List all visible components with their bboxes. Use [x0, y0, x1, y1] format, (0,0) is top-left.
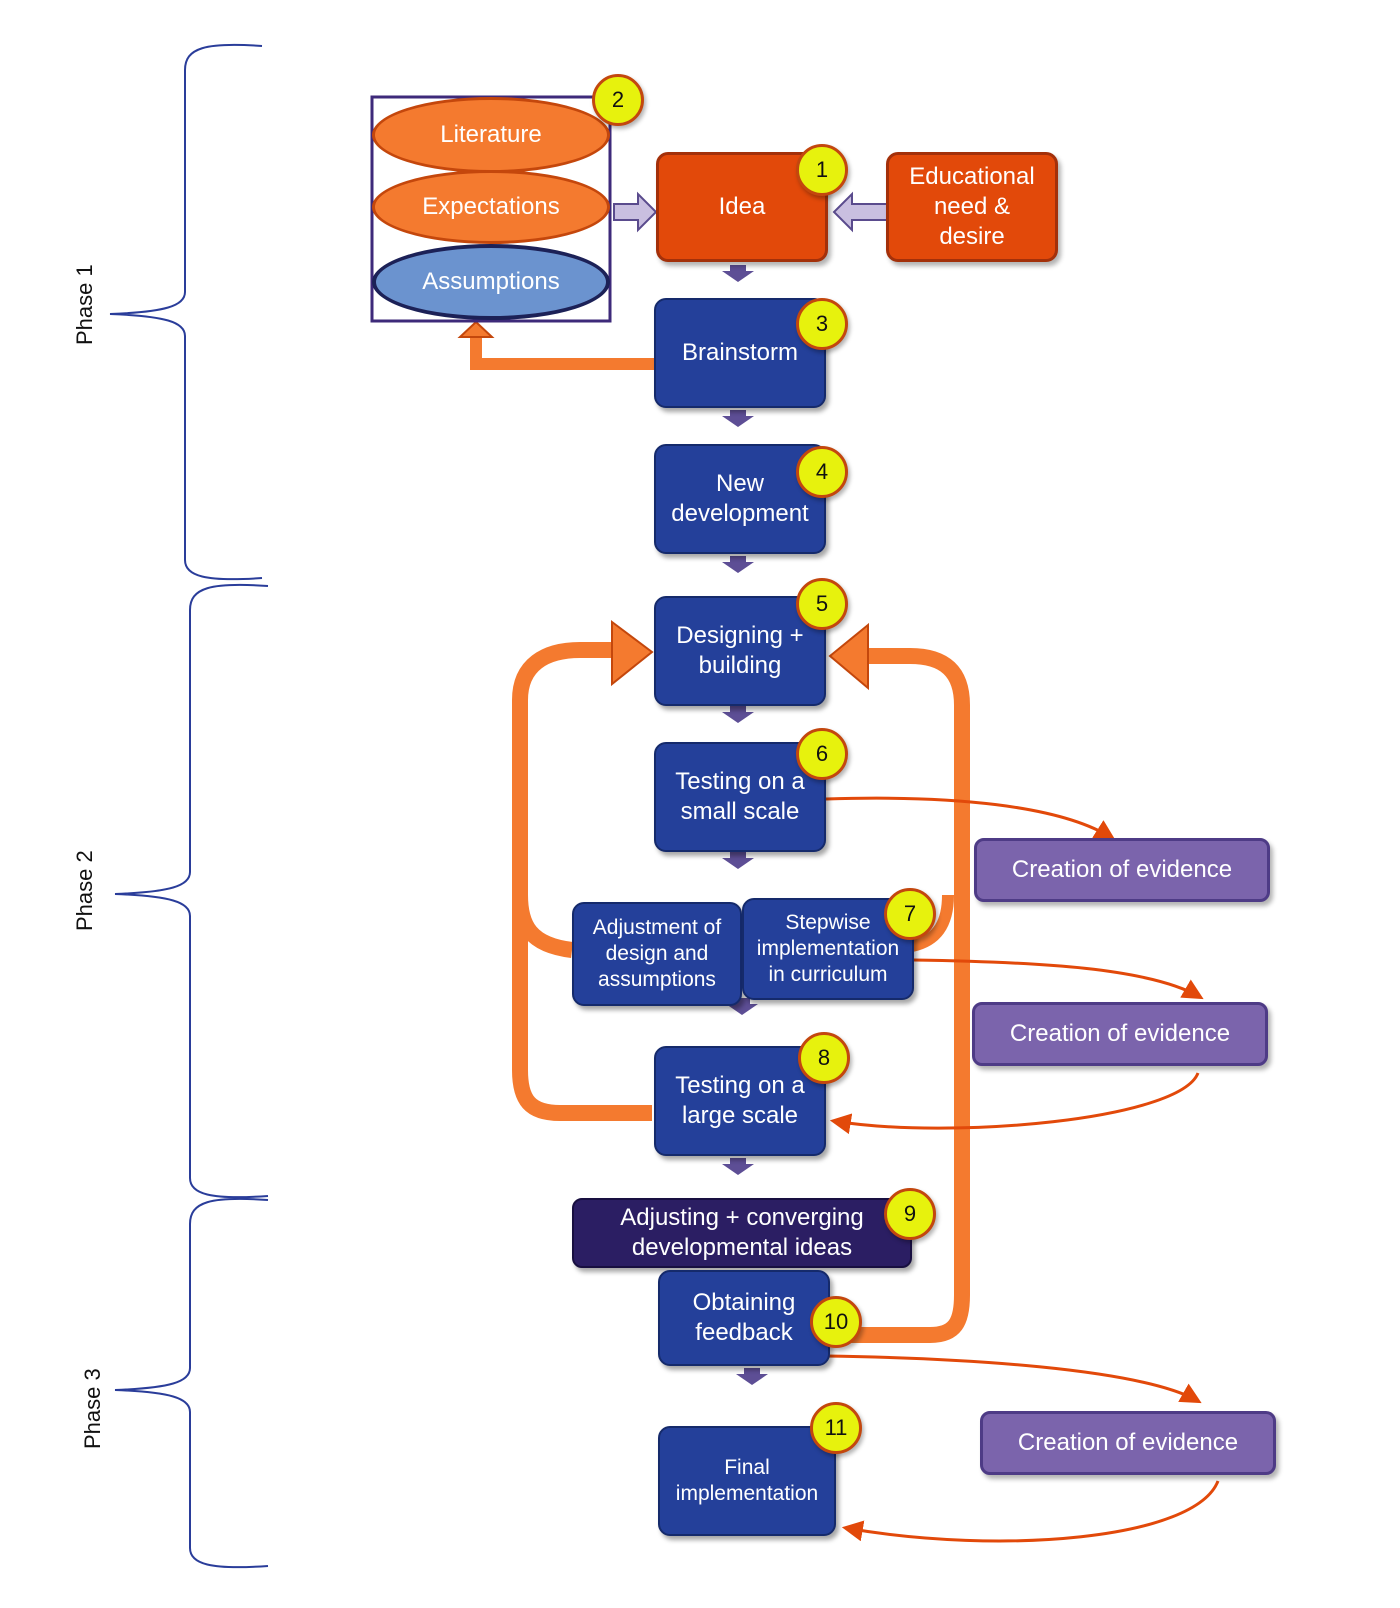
- phase-2-bracket: [114, 583, 269, 1199]
- expectations-ellipse: Expectations: [372, 170, 610, 244]
- adjusting-converging-box: Adjusting + converging developmental ide…: [572, 1198, 912, 1268]
- phase-3-bracket: [114, 1197, 269, 1569]
- right-loop-arrow: [826, 648, 970, 1343]
- assumptions-ellipse: Assumptions: [372, 244, 610, 320]
- adjustment-box: Adjustment of design and assumptions: [572, 902, 742, 1006]
- step-badge-5: 5: [796, 578, 848, 630]
- inputs-to-idea-arrow: [613, 191, 658, 233]
- step-badge-7: 7: [884, 888, 936, 940]
- step-badge-3: 3: [796, 298, 848, 350]
- step-badge-2: 2: [592, 74, 644, 126]
- creation-of-evidence-box-2: Creation of evidence: [972, 1002, 1268, 1066]
- brainstorm-to-assumptions-arrow: [470, 336, 654, 370]
- need-to-idea-arrow: [832, 191, 889, 233]
- step-badge-6: 6: [796, 728, 848, 780]
- step-badge-8: 8: [798, 1032, 850, 1084]
- right-loop-arrow-inner: [910, 894, 954, 952]
- step-badge-4: 4: [796, 446, 848, 498]
- step-badge-10: 10: [810, 1296, 862, 1348]
- stepwise-implementation-box: Stepwise implementation in curriculum: [742, 898, 914, 1000]
- literature-ellipse: Literature: [372, 97, 610, 173]
- left-loop-arrow-outer: [512, 890, 652, 1121]
- evidence-to-final-arrow: [841, 1480, 1220, 1543]
- obtaining-feedback-box: Obtaining feedback: [658, 1270, 830, 1366]
- left-loop-arrow: [512, 642, 612, 958]
- final-implementation-box: Final implementation: [658, 1426, 836, 1536]
- step-badge-1: 1: [796, 144, 848, 196]
- educational-need-box: Educational need & desire: [886, 152, 1058, 262]
- creation-of-evidence-box-3: Creation of evidence: [980, 1411, 1276, 1475]
- phase-2-label: Phase 2: [72, 850, 97, 931]
- testing-large-scale-box: Testing on a large scale: [654, 1046, 826, 1156]
- flow-down-arrows: [722, 265, 768, 1385]
- small-scale-to-evidence-arrow: [825, 796, 1116, 841]
- brainstorm-to-assumptions-arrowhead: [457, 320, 495, 338]
- creation-of-evidence-box-1: Creation of evidence: [974, 838, 1270, 902]
- evidence-to-large-scale-arrow: [829, 1072, 1200, 1135]
- step-badge-9: 9: [884, 1188, 936, 1240]
- stepwise-to-evidence-arrow: [913, 958, 1204, 1000]
- phase-3-label: Phase 3: [80, 1368, 105, 1449]
- right-loop-arrowhead: [828, 622, 869, 691]
- step-badge-11: 11: [810, 1402, 862, 1454]
- phase-1-bracket: [109, 43, 263, 581]
- left-loop-arrowhead: [611, 620, 654, 687]
- feedback-to-evidence-arrow: [825, 1354, 1202, 1404]
- phase-1-label: Phase 1: [72, 264, 97, 345]
